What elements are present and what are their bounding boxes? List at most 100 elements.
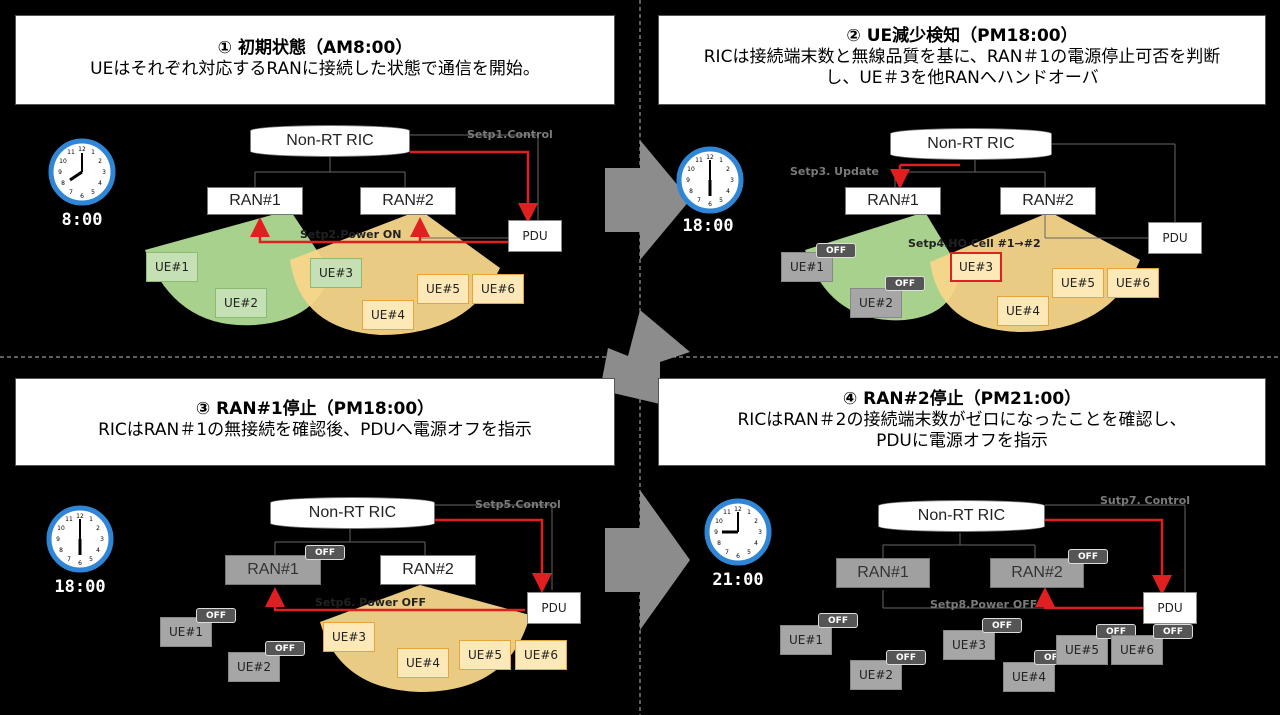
svg-text:5: 5 [719, 197, 723, 204]
p4-ue1: UE#1 [780, 625, 832, 655]
p2-ric: Non-RT RIC [890, 128, 1052, 160]
svg-text:8: 8 [61, 180, 65, 187]
p3-title: ③ RAN#1停止（PM18:00） [195, 399, 435, 419]
p1-ric: Non-RT RIC [250, 125, 410, 157]
p4-ue2-off-tag: OFF [886, 650, 926, 665]
p4-ue4: UE#4 [1003, 662, 1055, 692]
svg-text:1: 1 [91, 149, 95, 156]
p3-ue4: UE#4 [397, 648, 449, 678]
svg-text:1: 1 [89, 516, 93, 523]
svg-text:1: 1 [747, 509, 751, 516]
svg-text:7: 7 [67, 556, 71, 563]
svg-text:6: 6 [708, 201, 712, 208]
svg-text:8: 8 [717, 540, 721, 547]
p1-pdu: PDU [508, 220, 562, 252]
p4-title: ④ RAN#2停止（PM21:00） [842, 389, 1082, 409]
p3-ue2-off-tag: OFF [265, 641, 305, 656]
p1-ran2: RAN#2 [360, 187, 456, 215]
svg-text:3: 3 [730, 177, 734, 184]
p3-ue1: UE#1 [160, 617, 212, 647]
p2-ue5: UE#5 [1052, 268, 1104, 298]
p2-cell-ran2 [930, 212, 1140, 332]
svg-text:10: 10 [57, 525, 65, 532]
p4-ran1: RAN#1 [836, 558, 930, 588]
p2-description-line2: し、UE＃3を他RANへハンドオーバ [825, 68, 1099, 88]
p1-title-box: ① 初期状態（AM8:00） UEはそれぞれ対応するRANに接続した状態で通信を… [15, 15, 615, 105]
svg-text:5: 5 [91, 189, 95, 196]
p4-step8-label: Setp8.Power OFF [930, 598, 1038, 611]
p4-ue3-off-tag: OFF [982, 618, 1022, 633]
p3-time: 18:00 [54, 577, 106, 597]
svg-text:6: 6 [80, 193, 84, 200]
p1-description: UEはそれぞれ対応するRANに接続した状態で通信を開始。 [90, 59, 540, 79]
svg-text:12: 12 [734, 506, 742, 513]
p2-ue1-off-tag: OFF [816, 243, 856, 258]
p2-description-line1: RICは接続端末数と無線品質を基に、RAN＃1の電源停止可否を判断 [703, 47, 1221, 67]
flow-arrow-right-top [605, 140, 690, 260]
p2-time: 18:00 [682, 216, 734, 236]
p4-ue6: UE#6 [1111, 635, 1163, 665]
p4-ran2: RAN#2 [990, 558, 1084, 588]
p3-pdu: PDU [527, 592, 581, 624]
svg-text:10: 10 [59, 158, 67, 165]
svg-text:6: 6 [78, 560, 82, 567]
svg-text:5: 5 [89, 556, 93, 563]
p3-step6-label: Setp6. Power OFF [315, 596, 427, 609]
svg-text:12: 12 [76, 513, 84, 520]
p2-pdu: PDU [1148, 222, 1202, 254]
p2-step3-label: Setp3. Update [790, 165, 879, 178]
p4-description-line2: PDUに電源オフを指示 [876, 431, 1048, 451]
svg-text:7: 7 [697, 197, 701, 204]
p3-title-box: ③ RAN#1停止（PM18:00） RICはRAN＃1の無接続を確認後、PDU… [15, 378, 615, 466]
svg-text:9: 9 [686, 177, 690, 184]
p2-ran1: RAN#1 [845, 187, 941, 215]
svg-text:8: 8 [59, 547, 63, 554]
svg-text:8: 8 [689, 188, 693, 195]
p4-time: 21:00 [712, 570, 764, 590]
svg-text:10: 10 [715, 518, 723, 525]
p2-ue2-off-tag: OFF [885, 276, 925, 291]
svg-text:7: 7 [725, 549, 729, 556]
p1-title: ① 初期状態（AM8:00） [217, 38, 413, 58]
p4-ue1-off-tag: OFF [818, 613, 858, 628]
p2-cell-ran1 [805, 212, 960, 321]
p2-step4-label: Setp4.HO Cell #1→#2 [908, 237, 1041, 250]
p3-ran2: RAN#2 [380, 555, 476, 585]
p1-step2-label: Setp2.Power ON [300, 228, 402, 241]
p1-ue5: UE#5 [417, 274, 469, 304]
p3-ue1-off-tag: OFF [196, 608, 236, 623]
svg-text:3: 3 [100, 536, 104, 543]
flow-arrow-diagonal [600, 310, 690, 404]
p4-description-line1: RICはRAN＃2の接続端末数がゼロになったことを確認し、 [737, 410, 1187, 430]
p1-step1-label: Setp1.Control [467, 128, 553, 141]
svg-text:2: 2 [96, 525, 100, 532]
p3-ue6: UE#6 [515, 640, 567, 670]
svg-text:4: 4 [754, 540, 758, 547]
p4-ran2-off-tag: OFF [1068, 549, 1108, 564]
p4-ue5: UE#5 [1056, 635, 1108, 665]
svg-text:9: 9 [58, 169, 62, 176]
p1-ue6: UE#6 [472, 274, 524, 304]
p3-ue3: UE#3 [323, 622, 375, 652]
flow-arrow-right-bottom [605, 490, 690, 630]
p3-step5-label: Setp5.Control [475, 498, 561, 511]
p1-ue4: UE#4 [362, 300, 414, 330]
svg-text:6: 6 [736, 553, 740, 560]
p1-ue1: UE#1 [146, 252, 198, 282]
p3-ran1: RAN#1 [225, 555, 321, 585]
svg-text:2: 2 [754, 518, 758, 525]
svg-text:4: 4 [96, 547, 100, 554]
p1-cell-ran1 [145, 210, 330, 326]
p2-ue2: UE#2 [850, 288, 902, 318]
svg-text:11: 11 [723, 509, 731, 516]
p4-ue2: UE#2 [850, 660, 902, 690]
p4-title-box: ④ RAN#2停止（PM21:00） RICはRAN＃2の接続端末数がゼロになっ… [658, 378, 1266, 466]
svg-text:12: 12 [78, 146, 86, 153]
svg-text:3: 3 [102, 169, 106, 176]
p3-ue5: UE#5 [459, 640, 511, 670]
